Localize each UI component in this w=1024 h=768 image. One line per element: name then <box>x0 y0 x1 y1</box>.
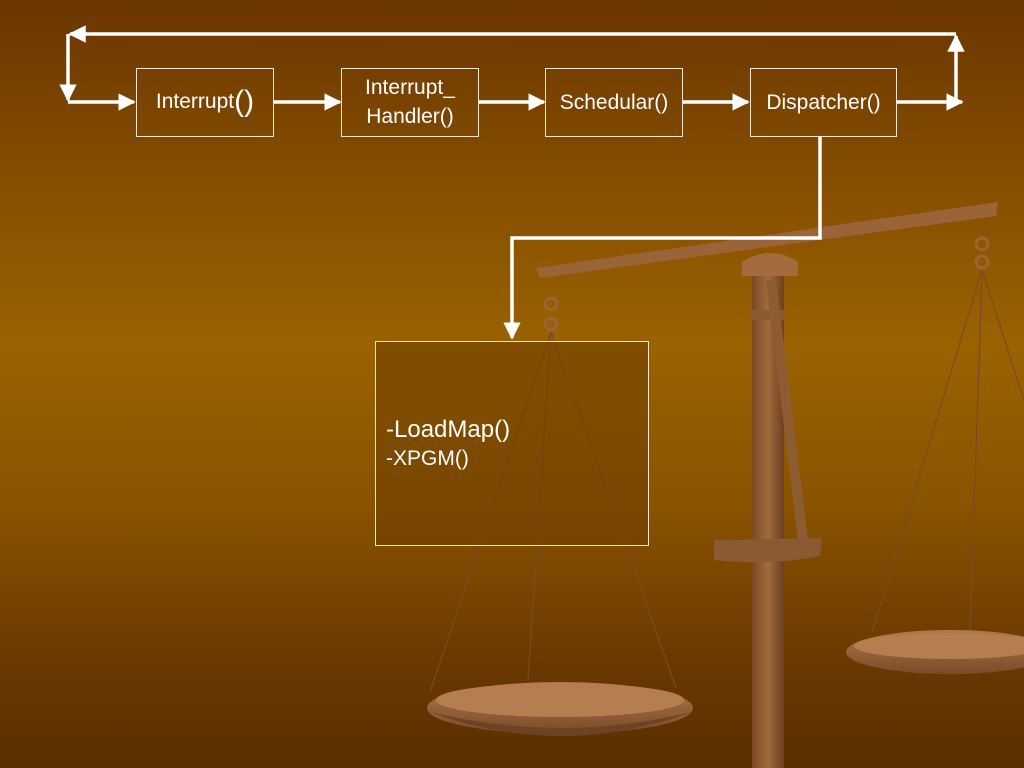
schedular-label: Schedular() <box>559 91 669 114</box>
interrupt-handler-node: Interrupt_ Handler() <box>341 68 479 137</box>
interrupt-label: Interrupt <box>155 90 235 114</box>
dispatcher-detail-box: -LoadMap() -XPGM() <box>375 341 649 546</box>
interrupt-parens: () <box>234 85 255 119</box>
schedular-node: Schedular() <box>545 68 683 137</box>
dispatcher-label: Dispatcher() <box>766 91 881 114</box>
detail-xpgm: -XPGM() <box>386 447 469 471</box>
edge-dispatcher-to-detail <box>503 137 822 340</box>
detail-loadmap: -LoadMap() <box>386 416 511 443</box>
interrupt-handler-line2: Handler() <box>366 104 454 128</box>
interrupt-node: Interrupt() <box>136 68 274 137</box>
interrupt-handler-line1: Interrupt_ <box>365 76 455 100</box>
dispatcher-node: Dispatcher() <box>750 68 897 137</box>
